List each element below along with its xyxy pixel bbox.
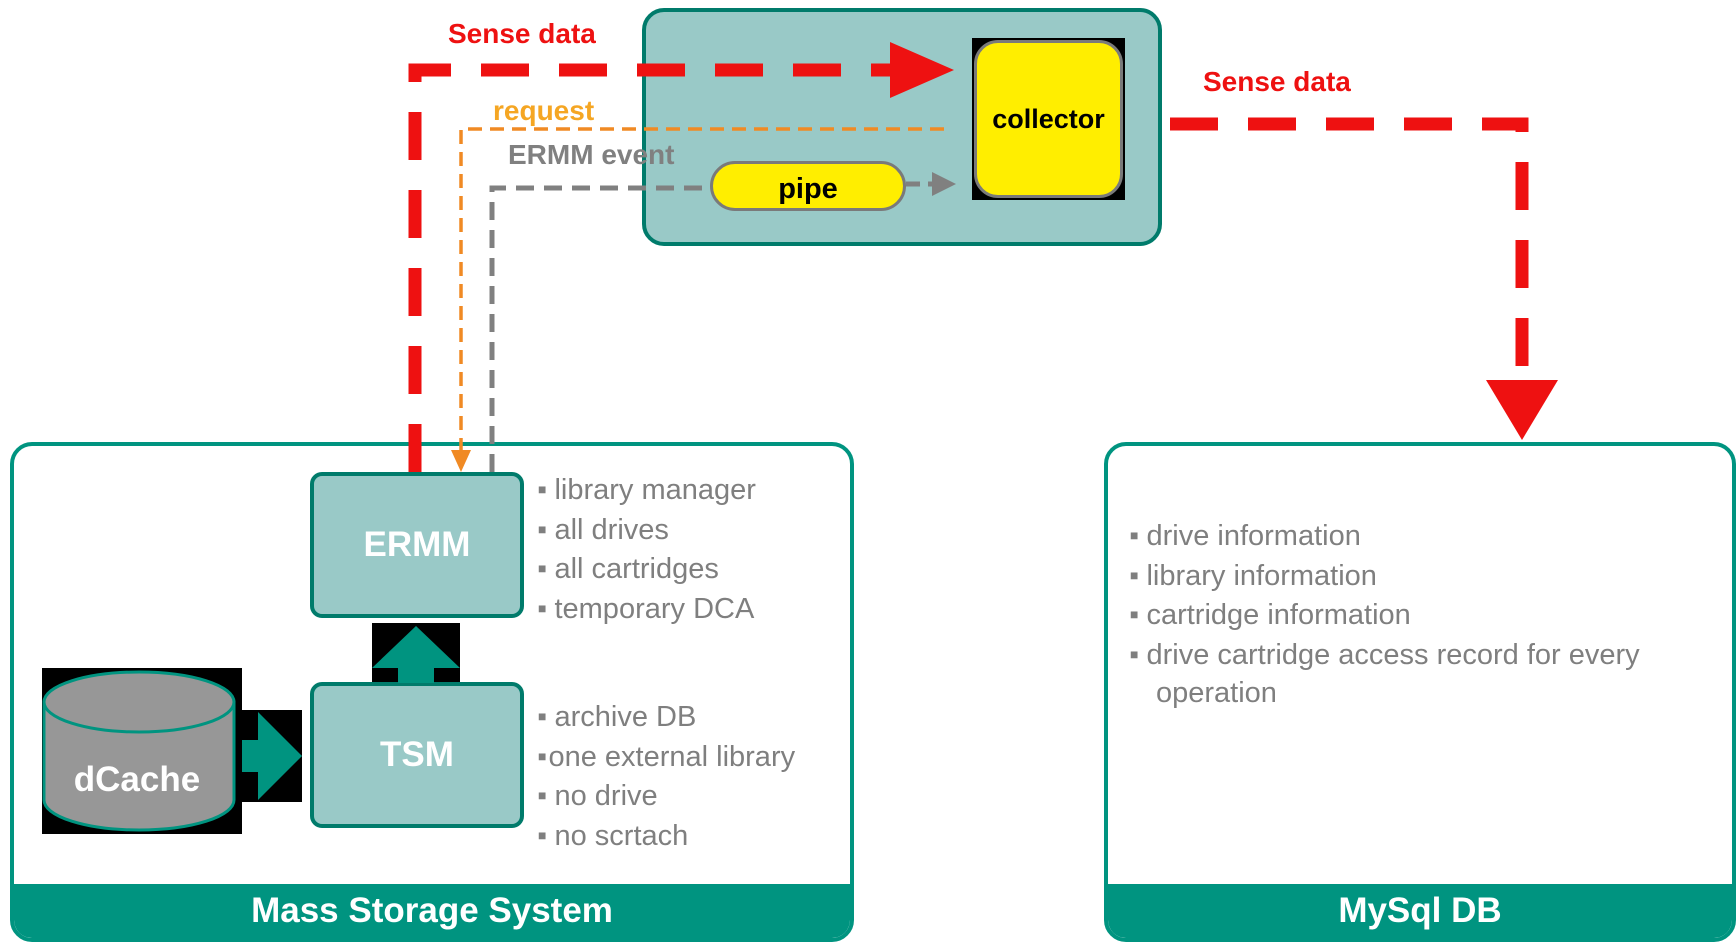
list-item: ■library manager xyxy=(538,474,756,506)
sense-data-out-arrowhead xyxy=(1486,380,1558,440)
sense-data-in-label: Sense data xyxy=(448,18,596,49)
list-item: ■no drive xyxy=(538,780,658,812)
collector-node: collector xyxy=(974,40,1123,198)
right-arrow-icon xyxy=(242,712,302,800)
tsm-box: TSM xyxy=(310,682,524,828)
list-item: ■temporary DCA xyxy=(538,592,755,625)
pipe-node: pipe xyxy=(710,161,906,211)
list-item: operation xyxy=(1156,677,1277,709)
list-item: ■drive information xyxy=(1130,520,1361,552)
up-arrow-icon xyxy=(372,626,460,683)
request-label: request xyxy=(493,95,595,126)
dcache-cylinder-icon xyxy=(42,670,236,832)
list-item: ■cartridge information xyxy=(1130,599,1411,631)
tsm-bullets: ■archive DB ■one external library ■no dr… xyxy=(538,697,795,855)
list-item: ■no scrtach xyxy=(538,819,689,852)
ermm-bullets: ■library manager ■all drives ■all cartri… xyxy=(538,470,756,628)
list-item: ■archive DB xyxy=(538,701,697,733)
mysql-bullets: ■drive information ■library information … xyxy=(1130,516,1640,713)
sense-data-in-line xyxy=(408,63,890,472)
request-arrowhead xyxy=(451,450,471,472)
sense-data-in-arrowhead xyxy=(890,42,954,98)
dcache-label: dCache xyxy=(73,760,201,799)
list-item: ■all cartridges xyxy=(538,553,719,585)
request-line xyxy=(459,127,944,452)
ermm-event-label: ERMM event xyxy=(508,139,675,170)
ermm-box: ERMM xyxy=(310,472,524,618)
list-item: ■drive cartridge access record for every xyxy=(1130,638,1640,671)
list-item: ■one external library xyxy=(538,740,796,773)
mass-storage-title: Mass Storage System xyxy=(14,884,850,938)
list-item: ■all drives xyxy=(538,513,669,546)
list-item: ■library information xyxy=(1130,559,1377,592)
mysql-panel: MySql DB xyxy=(1104,442,1736,942)
sense-data-out-label: Sense data xyxy=(1203,66,1351,97)
mysql-title: MySql DB xyxy=(1108,884,1732,938)
ermm-event-line xyxy=(489,185,706,472)
sense-data-out-line xyxy=(1170,117,1529,382)
pipe-to-collector-arrowhead xyxy=(932,172,956,196)
